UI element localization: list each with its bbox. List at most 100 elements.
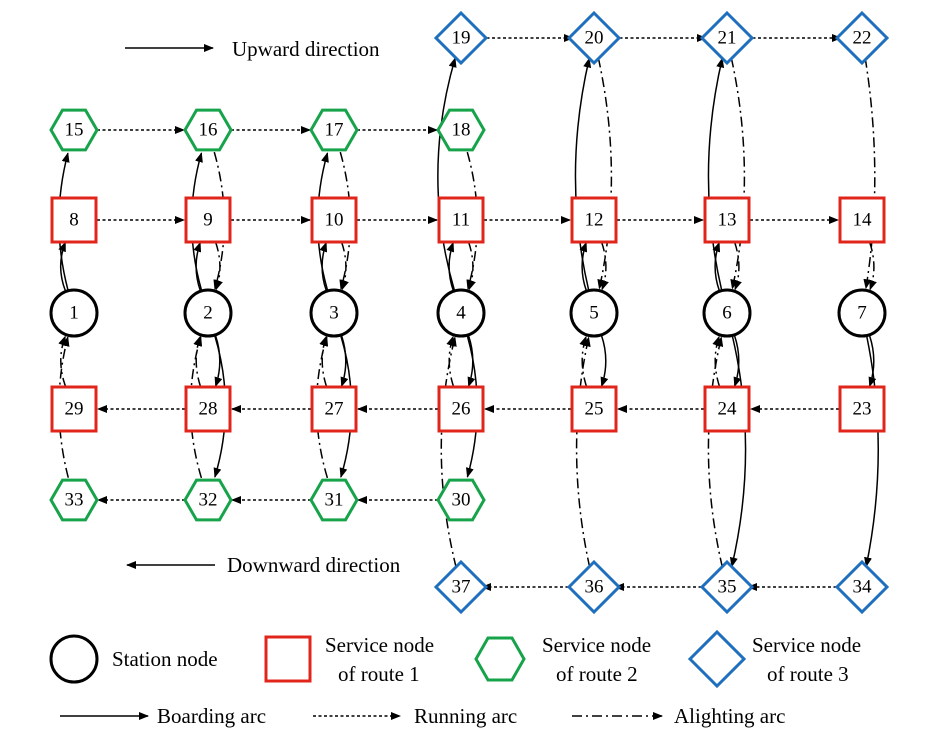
node-29: 29 (50, 385, 98, 433)
node-1: 1 (49, 288, 99, 338)
legend-route3-line1: Service node (752, 633, 861, 657)
node-27-label: 27 (325, 398, 344, 419)
alighting-arc-22-7 (863, 57, 876, 290)
alighting-arc-14-7 (868, 241, 877, 291)
node-20: 20 (566, 10, 622, 66)
node-31-label: 31 (325, 489, 344, 510)
legend-alighting-arc: Alighting arc (572, 704, 785, 728)
alighting-arc-36-5 (575, 336, 591, 568)
legend-station: Station node (49, 634, 218, 684)
legend-running-arc: Running arc (313, 704, 517, 728)
node-13-label: 13 (718, 209, 737, 230)
legend-route3-symbol (687, 629, 747, 689)
alighting-arc-32-2 (189, 335, 203, 479)
node-8-label: 8 (69, 209, 79, 230)
boarding-arc-1-8 (58, 241, 67, 291)
node-14: 14 (838, 196, 886, 244)
legend-route2-symbol (474, 636, 526, 682)
boarding-arc-6-13 (712, 241, 721, 291)
node-12-shape (570, 196, 618, 244)
node-17-shape (309, 108, 359, 152)
node-5-label: 5 (589, 302, 599, 323)
node-34-shape (834, 559, 890, 615)
boarding-arc-6-24 (733, 335, 742, 388)
node-29-shape (50, 385, 98, 433)
node-17: 17 (309, 108, 359, 152)
legend-alighting-arc-label: Alighting arc (674, 704, 785, 728)
legend-route1-line2: of route 1 (338, 662, 420, 686)
boarding-arc-7-23 (868, 335, 877, 388)
legend-route3-line2: of route 3 (767, 662, 849, 686)
node-27-shape (310, 385, 358, 433)
boarding-arc-5-25 (600, 335, 609, 388)
node-25-label: 25 (585, 398, 604, 419)
alighting-arc-29-1 (58, 335, 67, 388)
boarding-arc-4-19 (437, 57, 457, 291)
legend-station-symbol (49, 634, 99, 684)
node-32-label: 32 (199, 489, 218, 510)
node-25-shape (570, 385, 618, 433)
downward-direction-label: Downward direction (227, 553, 401, 577)
node-9: 9 (184, 196, 232, 244)
alighting-arc-33-1 (58, 336, 70, 478)
node-24: 24 (703, 385, 751, 433)
node-11: 11 (437, 196, 485, 244)
node-1-shape (49, 288, 99, 338)
node-30-label: 30 (452, 489, 471, 510)
node-26-shape (437, 385, 485, 433)
node-16: 16 (183, 108, 233, 152)
node-6-label: 6 (722, 302, 732, 323)
boarding-arc-6-35 (729, 336, 747, 568)
legend-route2: Service node of route 2 (474, 633, 651, 686)
boarding-arc-7-34 (864, 336, 880, 568)
node-32-shape (183, 478, 233, 522)
boarding-arc-6-21 (707, 57, 725, 290)
node-21-shape (699, 10, 755, 66)
boarding-arc-5-20 (574, 57, 592, 290)
node-15-label: 15 (65, 119, 84, 140)
node-10: 10 (310, 196, 358, 244)
node-37-label: 37 (452, 576, 471, 597)
node-19-shape (433, 10, 489, 66)
node-35-label: 35 (718, 576, 737, 597)
node-8-shape (50, 196, 98, 244)
legend-station-label: Station node (112, 647, 218, 671)
node-12: 12 (570, 196, 618, 244)
node-7: 7 (837, 288, 887, 338)
node-33-shape (49, 478, 99, 522)
node-20-label: 20 (585, 27, 604, 48)
node-13: 13 (703, 196, 751, 244)
node-6: 6 (702, 288, 752, 338)
node-32: 32 (183, 478, 233, 522)
node-3-shape (309, 288, 359, 338)
node-11-label: 11 (452, 209, 470, 230)
node-23-label: 23 (853, 398, 872, 419)
node-17-label: 17 (325, 119, 344, 140)
alighting-arc-11-4 (467, 241, 476, 291)
node-22: 22 (834, 10, 890, 66)
node-23-shape (838, 385, 886, 433)
node-4-label: 4 (456, 302, 466, 323)
node-14-label: 14 (853, 209, 873, 230)
node-30-shape (436, 478, 486, 522)
legend-route2-line1: Service node (542, 633, 651, 657)
boarding-arc-5-12 (579, 241, 588, 291)
node-24-shape (703, 385, 751, 433)
node-4: 4 (436, 288, 486, 338)
node-18-label: 18 (452, 119, 471, 140)
legend-route2-line2: of route 2 (556, 662, 638, 686)
node-31-shape (309, 478, 359, 522)
node-5-shape (569, 288, 619, 338)
node-35: 35 (699, 559, 755, 615)
node-2: 2 (183, 288, 233, 338)
node-36-shape (566, 559, 622, 615)
upward-direction-indicator: Upward direction (125, 37, 380, 61)
node-21-label: 21 (718, 27, 737, 48)
node-16-label: 16 (199, 119, 218, 140)
upward-direction-label: Upward direction (232, 37, 380, 61)
legend-route1-line1: Service node (325, 633, 434, 657)
node-37: 37 (433, 559, 489, 615)
legend-route1-symbol (264, 635, 312, 683)
node-34-label: 34 (853, 576, 873, 597)
